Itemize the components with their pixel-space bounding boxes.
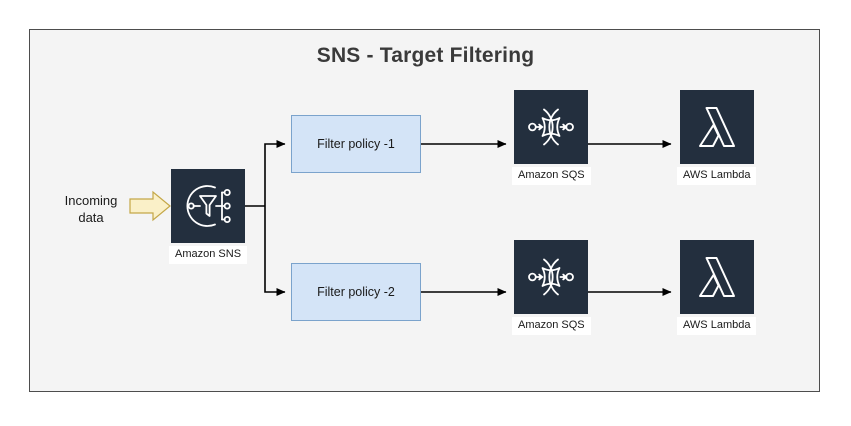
- filter-policy-2-box[interactable]: Filter policy -2: [291, 263, 421, 321]
- aws-lambda-icon: [698, 107, 735, 147]
- amazon-sns-tile: [171, 169, 246, 243]
- node-amazon-sqs-bottom[interactable]: Amazon SQS: [512, 240, 591, 335]
- amazon-sqs-icon: [528, 108, 575, 146]
- incoming-data-label: Incoming data: [55, 192, 127, 226]
- node-label-amazon-sqs-top: Amazon SQS: [512, 167, 591, 185]
- diagram-panel: [29, 29, 820, 392]
- node-label-aws-lambda-bottom: AWS Lambda: [677, 317, 757, 335]
- page-title: SNS - Target Filtering: [316, 44, 535, 67]
- aws-lambda-icon: [698, 257, 735, 297]
- node-label-aws-lambda-top: AWS Lambda: [677, 167, 757, 185]
- filter-policy-1-label: Filter policy -1: [317, 137, 395, 151]
- node-aws-lambda-bottom[interactable]: AWS Lambda: [677, 240, 757, 335]
- aws-lambda-tile-bottom: [679, 240, 754, 314]
- node-label-amazon-sqs-bottom: Amazon SQS: [512, 317, 591, 335]
- node-label-amazon-sns: Amazon SNS: [169, 246, 248, 264]
- node-amazon-sns[interactable]: Amazon SNS: [169, 169, 248, 264]
- amazon-sqs-icon: [528, 258, 575, 296]
- filter-policy-1-box[interactable]: Filter policy -1: [291, 115, 421, 173]
- incoming-data-label-line1: Incoming: [64, 193, 118, 208]
- amazon-sqs-tile-bottom: [514, 240, 589, 314]
- incoming-data-label-line2: data: [78, 210, 104, 225]
- amazon-sns-icon: [186, 185, 231, 227]
- amazon-sqs-tile-top: [514, 90, 589, 164]
- node-aws-lambda-top[interactable]: AWS Lambda: [677, 90, 757, 185]
- aws-lambda-tile-top: [679, 90, 754, 164]
- node-amazon-sqs-top[interactable]: Amazon SQS: [512, 90, 591, 185]
- filter-policy-2-label: Filter policy -2: [317, 285, 395, 299]
